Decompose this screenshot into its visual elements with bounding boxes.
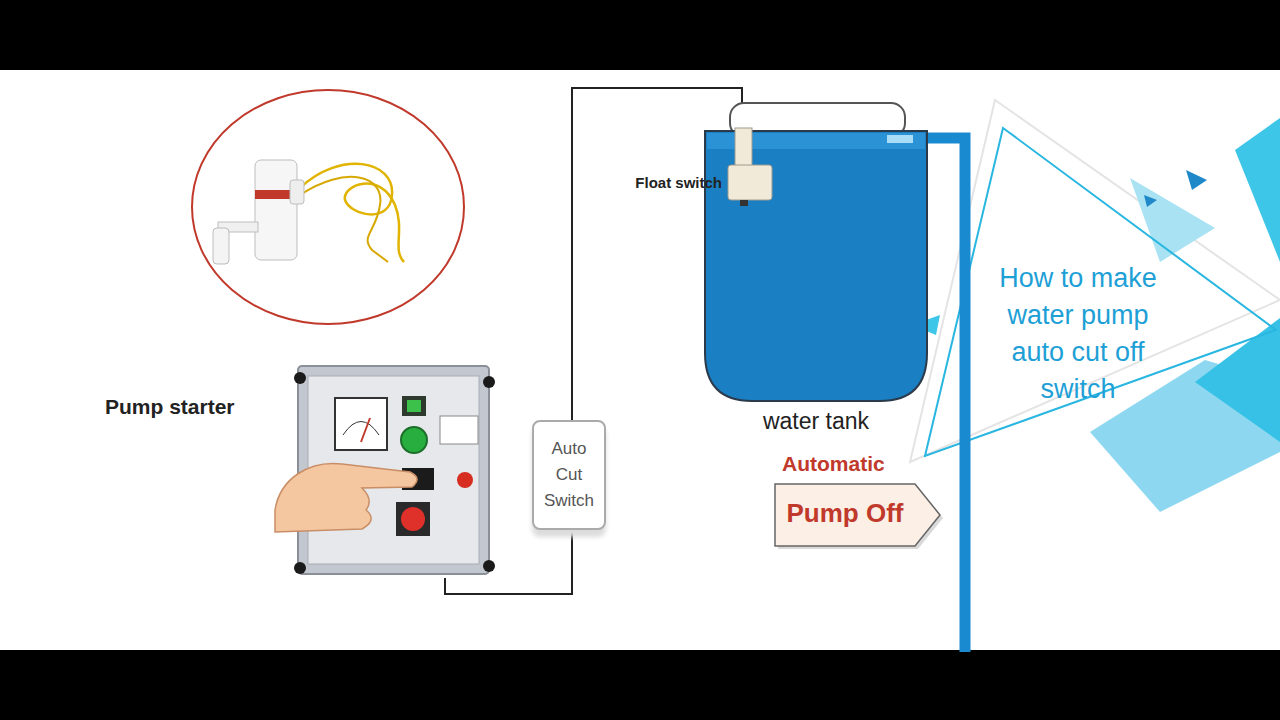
title: How to make water pump auto cut off swit… [978,260,1178,408]
node-text: Pump Off [775,498,915,529]
float-switch-shape [728,128,772,200]
decor-shard [1186,170,1207,190]
photo-frame [192,90,464,324]
stop-housing [396,502,430,536]
float-body [255,160,297,260]
start-button [401,427,427,453]
top-bar [0,0,1280,70]
indicator [402,396,426,416]
red-lamp [457,472,473,488]
decor-shard [1130,178,1215,262]
decor-shard [1144,195,1157,207]
screw-knob [483,560,495,572]
float-body [728,165,772,200]
water-splash [887,135,913,143]
pump-starter: Pump starter [290,360,497,578]
node-text: water tank [705,407,927,435]
hand [275,463,417,532]
wire-lead [300,177,388,262]
indicator-lamp [407,400,421,412]
meter-needle [361,418,370,442]
water-tank: water tankFloat switch [705,103,927,401]
pump-starter-shape [290,360,497,578]
meter-scale [343,422,379,436]
node-text: Auto Cut Switch [534,436,604,514]
decor-shard [1235,118,1280,262]
arrow-outline [775,484,940,546]
meter [335,398,387,450]
node-text: Float switch [600,174,722,192]
auto-cut-switch: Auto Cut Switch [532,420,606,530]
screw-knob [483,376,495,388]
pump-off-arrow: Pump Off [775,484,940,546]
float-nut [290,180,304,204]
float-switch: Float switch [728,128,772,200]
screw-knob [294,562,306,574]
wire-lead [300,164,404,262]
note-label: Automatic [782,452,912,476]
float-tip [740,200,748,206]
float-stem [735,128,752,168]
float-cap [213,228,229,264]
node-text: Pump starter [105,394,280,419]
tank-body [705,131,927,401]
decor-shard [1195,318,1280,442]
screw-knob [294,372,306,384]
bottom-bar [0,650,1280,720]
name-plate [440,416,478,444]
stop-button [401,507,425,531]
decor-outline [925,128,1276,456]
